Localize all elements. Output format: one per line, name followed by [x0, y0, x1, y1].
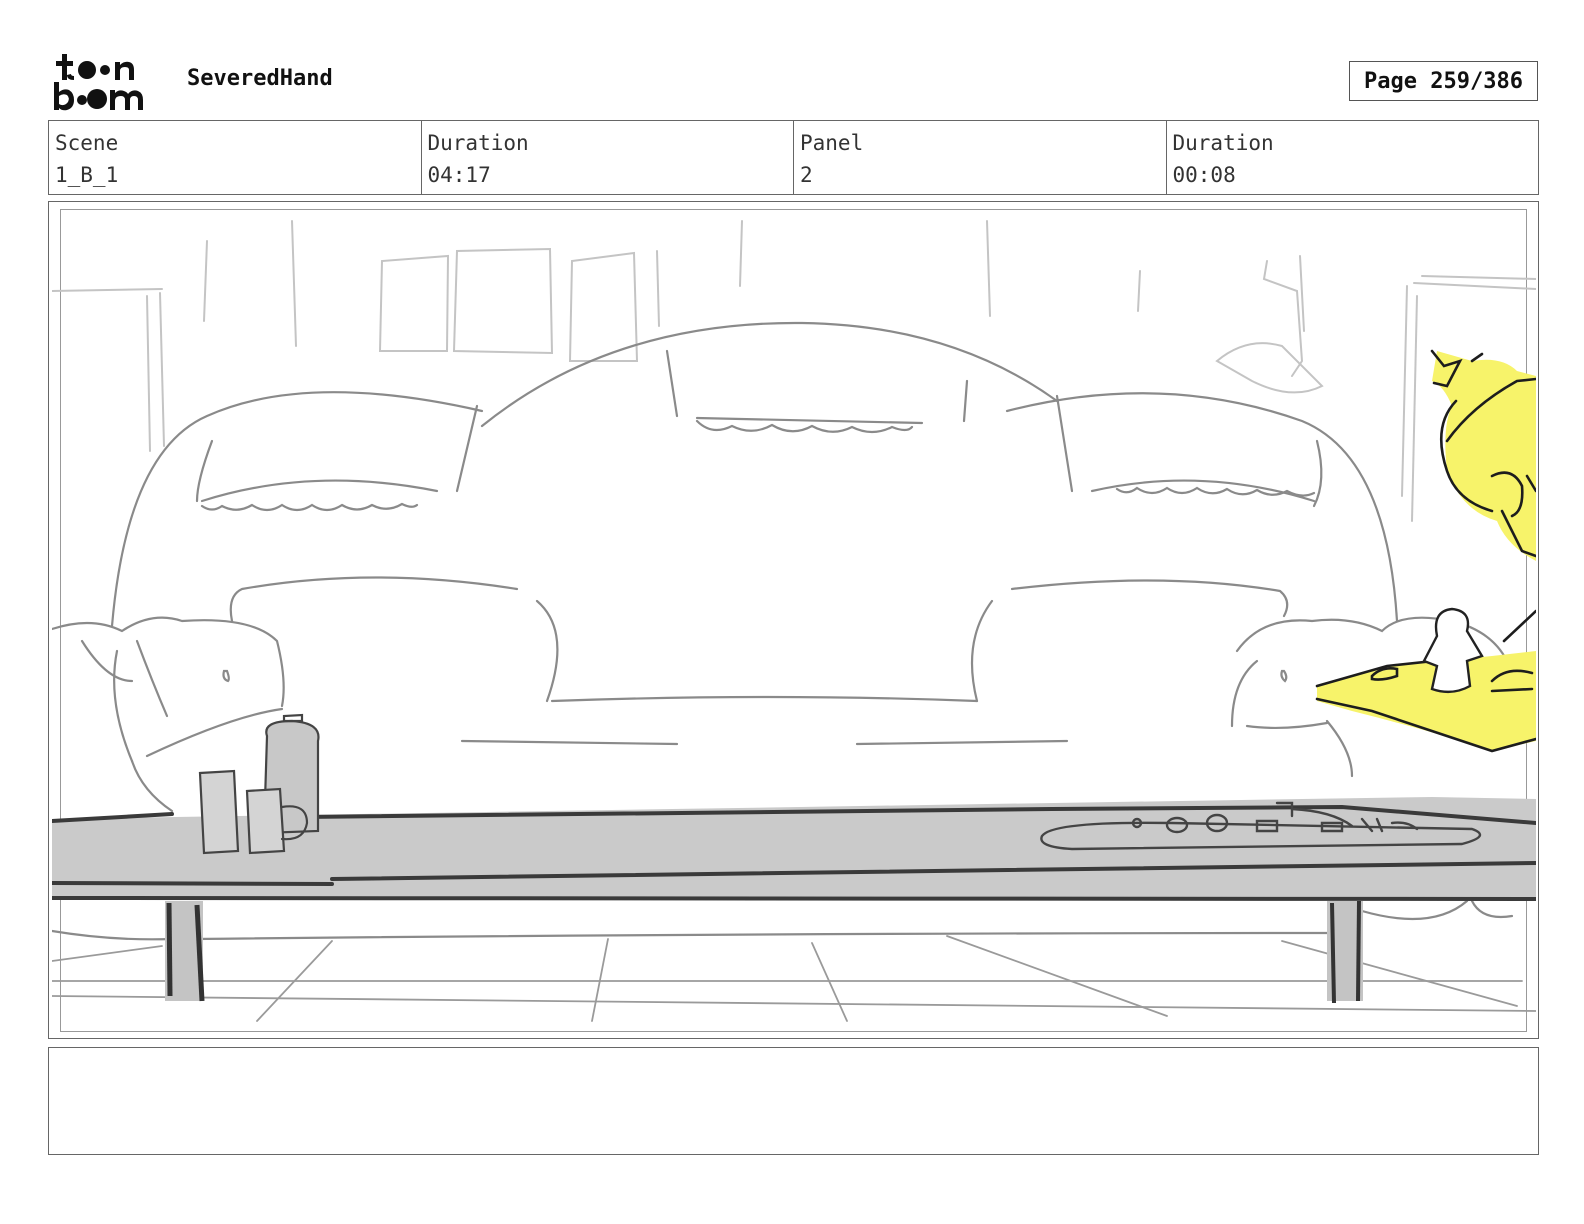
- scene-info-row: Scene 1_B_1 Duration 04:17 Panel 2 Durat…: [48, 120, 1539, 195]
- scene-value: 1_B_1: [55, 163, 119, 187]
- project-title: SeveredHand: [187, 66, 333, 91]
- panel-duration-label: Duration: [1172, 131, 1274, 155]
- notes-box[interactable]: [48, 1047, 1539, 1155]
- scene-duration-cell: Duration 04:17: [422, 121, 794, 194]
- scene-duration-value: 04:17: [427, 163, 491, 187]
- scene-cell: Scene 1_B_1: [49, 121, 422, 194]
- panel-duration-cell: Duration 00:08: [1167, 121, 1539, 194]
- page-number: Page 259/386: [1349, 61, 1538, 101]
- toon-boom-logo-icon: [54, 54, 143, 111]
- panel-label: Panel: [800, 131, 864, 155]
- panel-frame-outer: [48, 201, 1539, 1039]
- storyboard-sketch: [52, 220, 1536, 1022]
- scene-duration-label: Duration: [427, 131, 529, 155]
- panel-cell: Panel 2: [794, 121, 1167, 194]
- panel-value: 2: [800, 163, 813, 187]
- panel-duration-value: 00:08: [1172, 163, 1236, 187]
- scene-label: Scene: [55, 131, 119, 155]
